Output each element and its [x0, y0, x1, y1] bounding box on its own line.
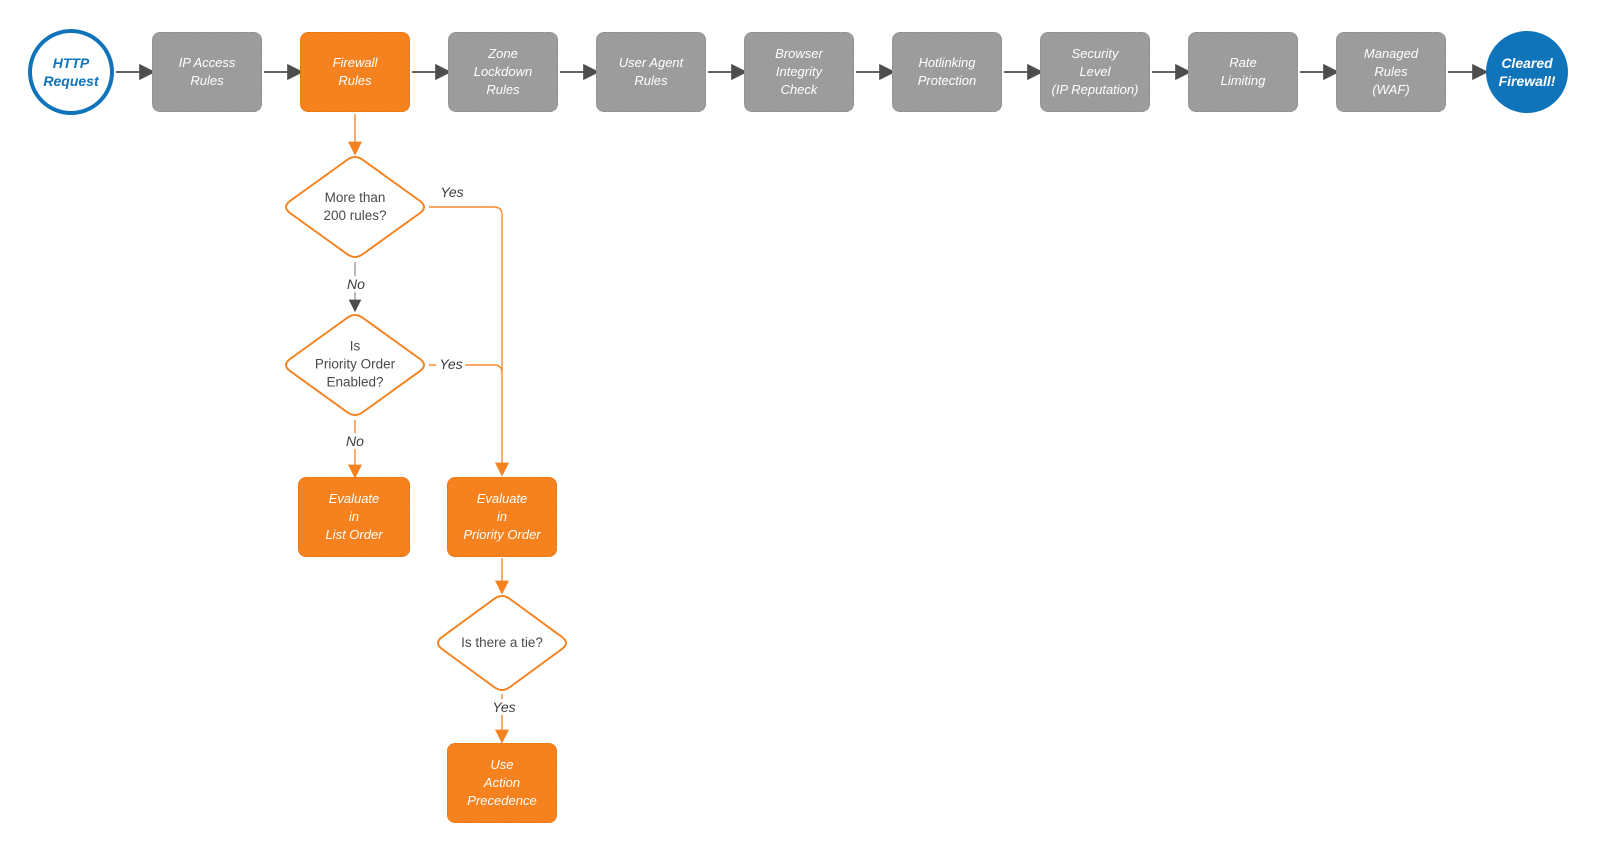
action-label: Evaluate in List Order: [325, 491, 383, 542]
decision-label-priority-enabled: Is Priority Order Enabled?: [314, 338, 396, 391]
stage-ip-access-rules: IP Access Rules: [152, 32, 262, 112]
arrow-yes-200-rules-to-evaluate-priority: [429, 206, 509, 477]
stage-rate-limiting: Rate Limiting: [1188, 32, 1298, 112]
decision-shape-tie: [437, 595, 567, 691]
decision-shape-200-rules: [285, 156, 425, 258]
stage-user-agent-rules: User Agent Rules: [596, 32, 706, 112]
stage-security-level: Security Level (IP Reputation): [1040, 32, 1150, 112]
decision-label-200-rules: More than 200 rules?: [323, 189, 387, 223]
stage-hotlinking-protection: Hotlinking Protection: [892, 32, 1002, 112]
edge-label-yes-200-rules: Yes: [440, 184, 464, 200]
end-node-cleared-firewall: Cleared Firewall!: [1486, 31, 1568, 113]
action-label: Evaluate in Priority Order: [463, 491, 541, 542]
start-node-http-request: HTTP Request: [28, 29, 114, 115]
stage-label: Firewall Rules: [332, 55, 378, 88]
stage-firewall-rules: Firewall Rules: [300, 32, 410, 112]
edge-label-yes-priority-enabled: Yes: [436, 356, 466, 372]
action-use-action-precedence: Use Action Precedence: [447, 743, 557, 823]
stage-browser-integrity-check: Browser Integrity Check: [744, 32, 854, 112]
start-node-label: HTTP Request: [43, 54, 99, 89]
decision-label-tie: Is there a tie?: [461, 634, 543, 650]
action-evaluate-list-order: Evaluate in List Order: [298, 477, 410, 557]
arrow-yes-priority-enabled-join: [429, 364, 503, 374]
stage-zone-lockdown-rules: Zone Lockdown Rules: [448, 32, 558, 112]
stage-label: Hotlinking Protection: [917, 55, 977, 88]
decision-shape-priority-enabled: [285, 314, 425, 416]
stage-label: User Agent Rules: [618, 55, 684, 88]
edge-label-no-priority-enabled: No: [343, 433, 367, 449]
action-label: Use Action Precedence: [467, 757, 537, 808]
stage-label: IP Access Rules: [178, 55, 236, 88]
stage-managed-rules-waf: Managed Rules (WAF): [1336, 32, 1446, 112]
edge-label-no-200-rules: No: [344, 276, 368, 292]
stage-label: Managed Rules (WAF): [1363, 46, 1419, 97]
stage-label: Security Level (IP Reputation): [1051, 46, 1139, 97]
end-node-label: Cleared Firewall!: [1498, 54, 1556, 89]
edge-label-yes-tie: Yes: [489, 699, 519, 715]
stage-label: Browser Integrity Check: [775, 46, 823, 97]
stage-label: Rate Limiting: [1220, 55, 1266, 88]
stage-label: Zone Lockdown Rules: [473, 46, 533, 97]
action-evaluate-priority-order: Evaluate in Priority Order: [447, 477, 557, 557]
